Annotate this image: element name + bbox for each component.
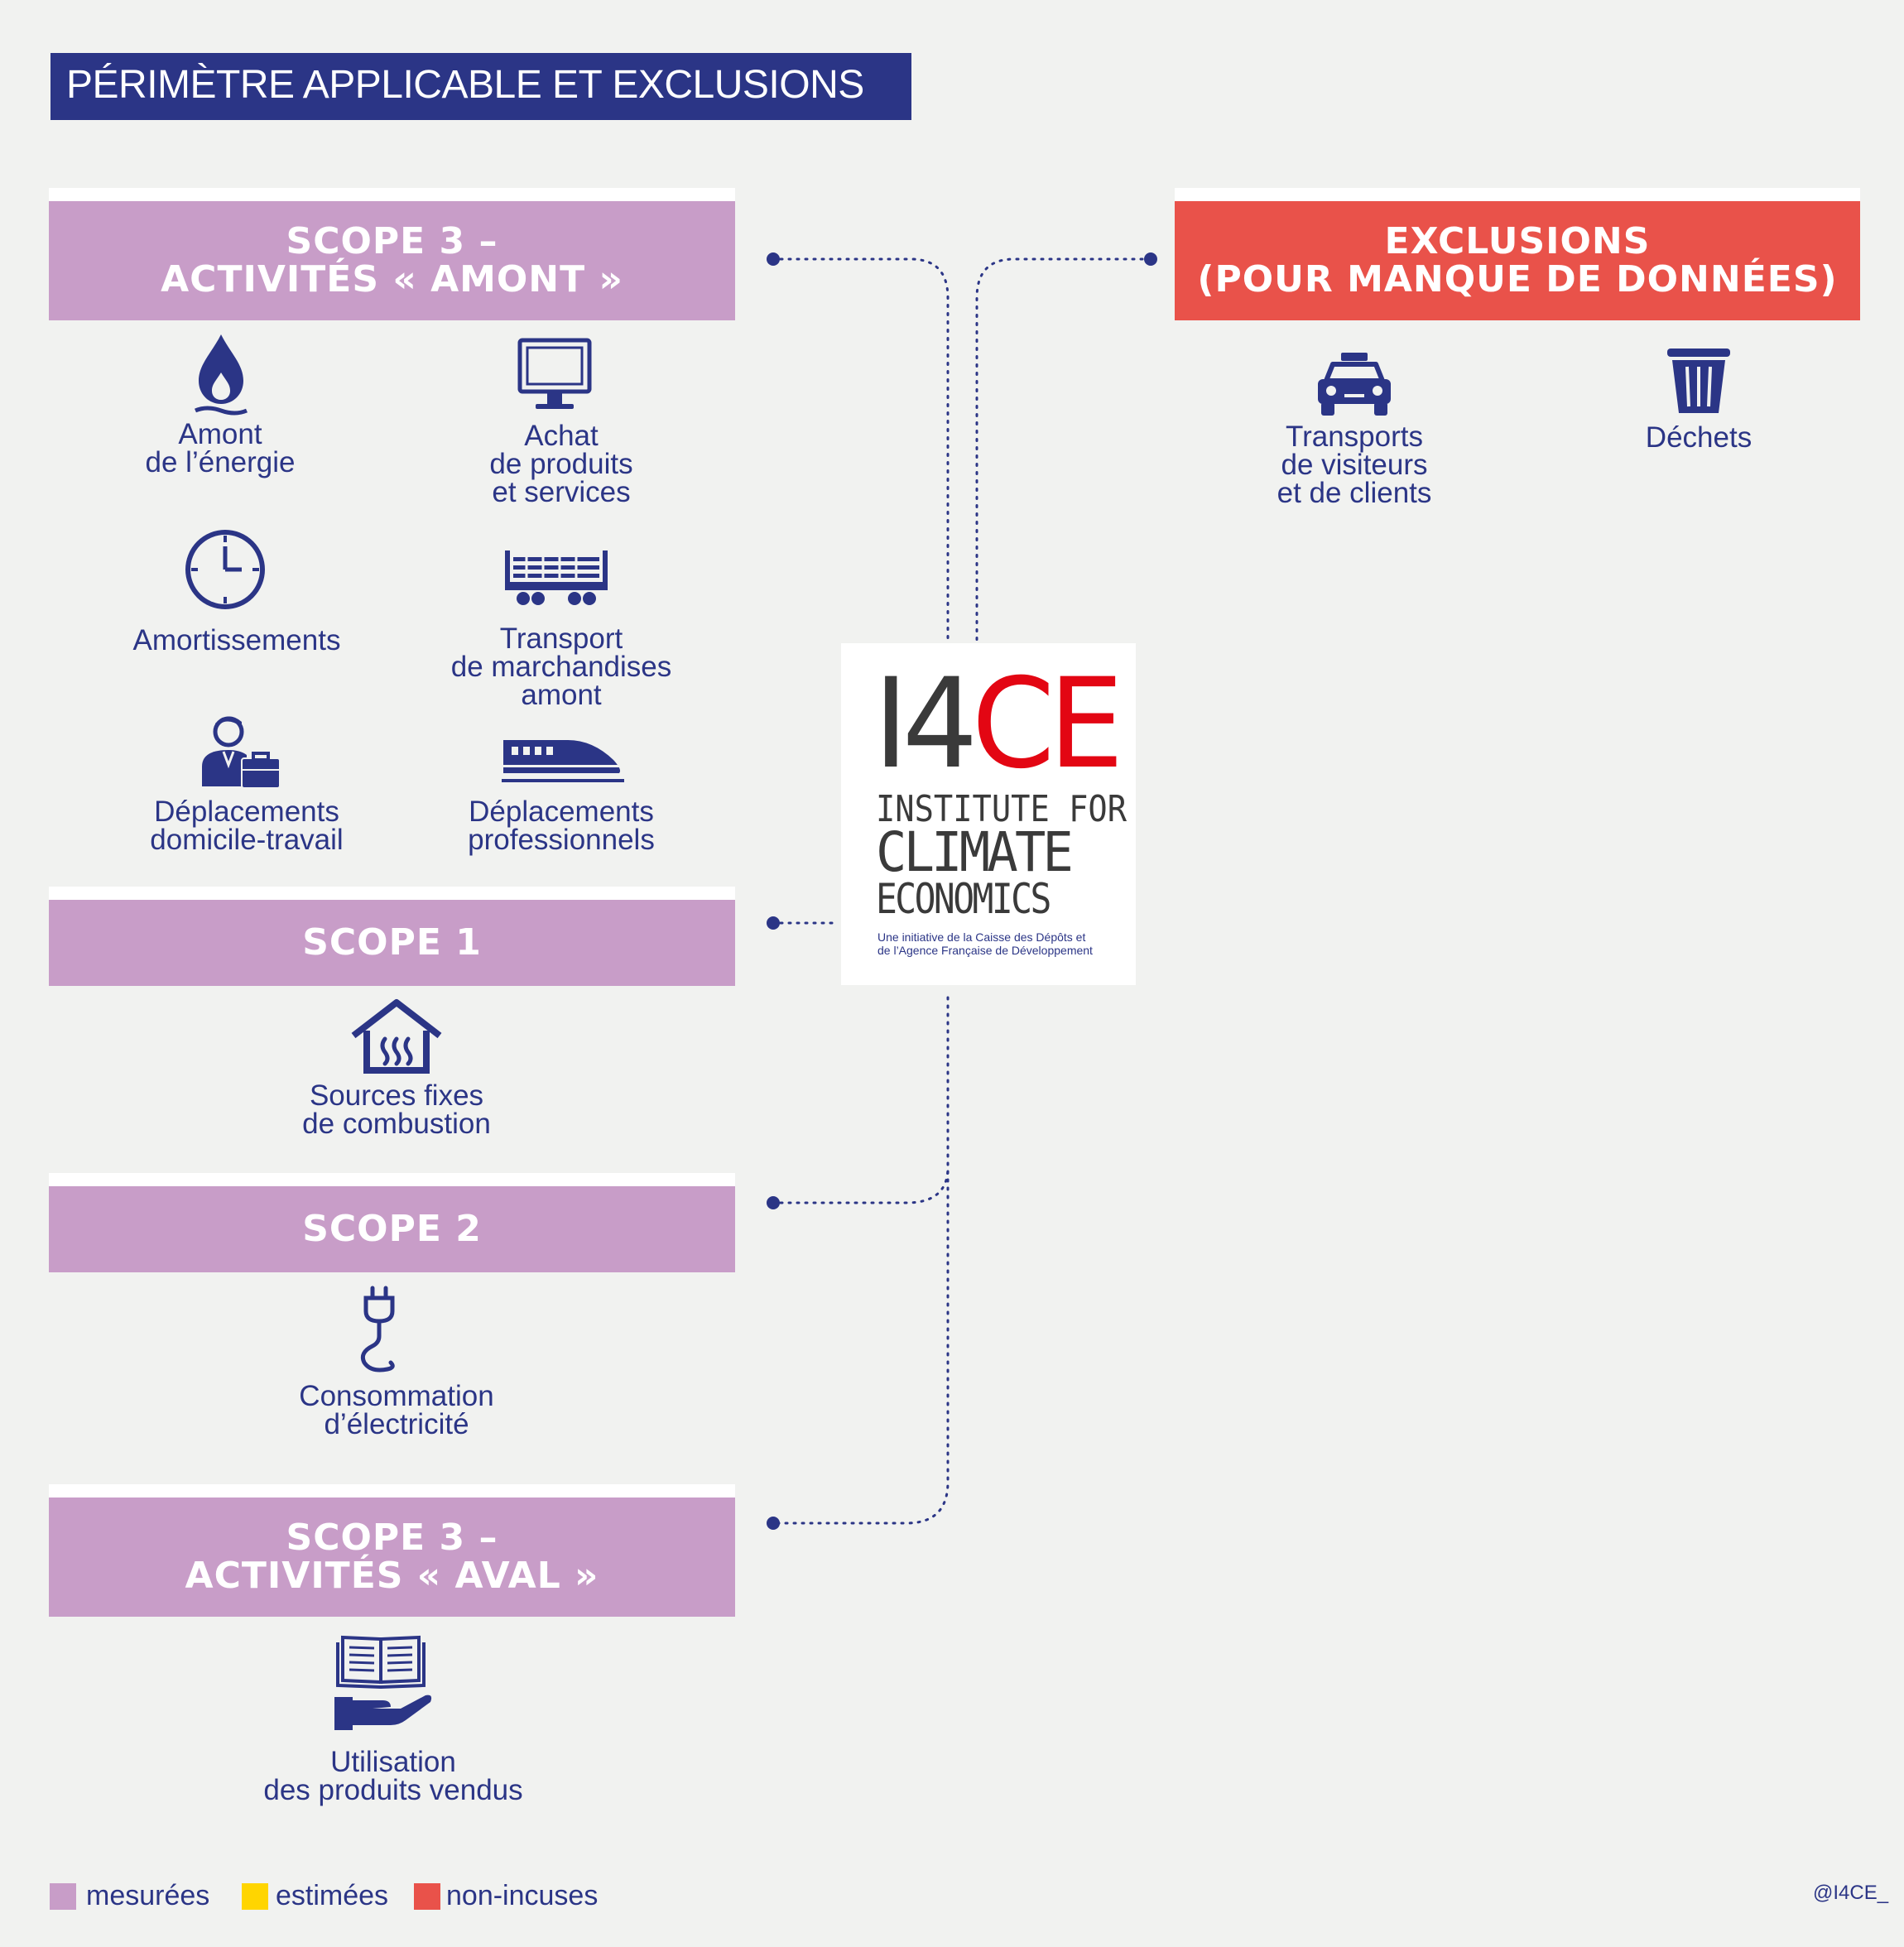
connector-dot xyxy=(767,252,780,266)
high-speed-train-icon xyxy=(502,740,624,782)
page-title: PÉRIMÈTRE APPLICABLE ET EXCLUSIONS xyxy=(66,63,864,107)
book-hand-icon xyxy=(334,1635,432,1730)
scope3-aval-header-line2: ACTIVITÉS « AVAL » xyxy=(185,1555,599,1597)
legend-swatch-non-incuses xyxy=(414,1883,440,1910)
legend-swatch-mesurees xyxy=(50,1883,76,1910)
house-heating-icon xyxy=(351,999,442,1074)
logo-tagline: Une initiative de la Caisse des Dépôts e… xyxy=(877,930,1093,957)
i4ce-logo xyxy=(841,643,1136,985)
commuter-icon xyxy=(202,716,281,789)
exclusions-header-line1: EXCLUSIONS xyxy=(1384,220,1651,262)
legend-label-non-incuses: non-incuses xyxy=(446,1880,599,1911)
connector-dot xyxy=(1144,252,1157,266)
credit-handle: @I4CE_ xyxy=(1813,1882,1889,1904)
scope2-header: SCOPE 2 xyxy=(49,1173,735,1272)
scope2-header-text: SCOPE 2 xyxy=(302,1208,482,1250)
title-banner xyxy=(50,53,911,120)
logo-mark-i4: I4 xyxy=(873,652,978,796)
flame-drop-icon xyxy=(195,334,248,416)
scope3-amont-header-line1: SCOPE 3 – xyxy=(286,220,498,262)
item-label-dechets: Déchets xyxy=(1645,421,1753,454)
logo-line2: CLIMATE xyxy=(876,820,1074,884)
connector-dot xyxy=(767,1517,780,1530)
scope3-aval-header-line1: SCOPE 3 – xyxy=(286,1517,498,1559)
computer-monitor-icon xyxy=(517,338,592,409)
item-label-amortissements: Amortissements xyxy=(132,624,341,656)
clock-icon xyxy=(185,530,265,609)
trash-bin-icon xyxy=(1667,349,1730,413)
power-plug-icon xyxy=(360,1286,395,1373)
logo-mark: I4CE xyxy=(873,662,1124,786)
logo-mark-ce: CE xyxy=(971,652,1124,796)
logo-line1: INSTITUTE FOR xyxy=(876,788,1127,830)
connector-dot xyxy=(767,916,780,930)
scope1-header-text: SCOPE 1 xyxy=(302,921,482,964)
legend-label-mesurees: mesurées xyxy=(86,1880,210,1911)
connector-dot xyxy=(767,1196,780,1209)
taxi-icon xyxy=(1318,353,1391,416)
freight-wagon-icon xyxy=(505,550,608,605)
scope1-header: SCOPE 1 xyxy=(49,887,735,986)
scope3-aval-header: SCOPE 3 – ACTIVITÉS « AVAL » xyxy=(49,1484,735,1617)
scope3-amont-header-line2: ACTIVITÉS « AMONT » xyxy=(161,258,623,300)
exclusions-header-line2: (POUR MANQUE DE DONNÉES) xyxy=(1197,258,1838,300)
scope3-amont-header: SCOPE 3 – ACTIVITÉS « AMONT » xyxy=(49,188,735,320)
legend-label-estimees: estimées xyxy=(276,1880,389,1911)
legend-swatch-estimees xyxy=(242,1883,268,1910)
logo-line3: ECONOMICS xyxy=(876,875,1051,923)
exclusions-header: EXCLUSIONS (POUR MANQUE DE DONNÉES) xyxy=(1175,188,1860,320)
